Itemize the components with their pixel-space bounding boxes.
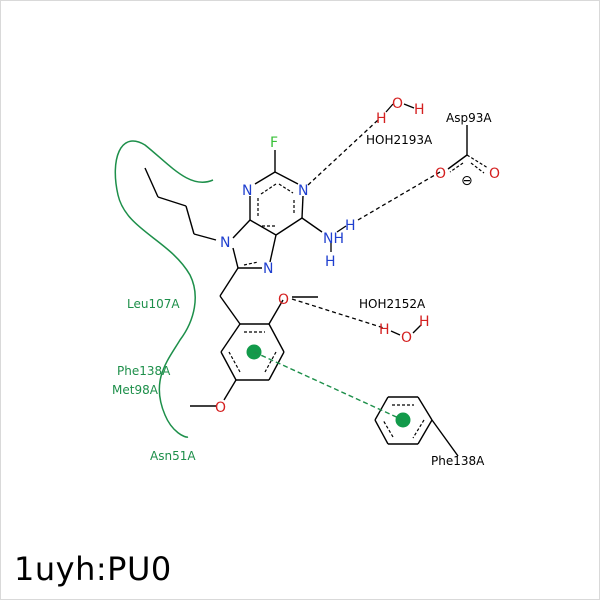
water-hoh2193a-label: HOH2193A [366,133,433,147]
butyl-chain [144,167,217,241]
water-1-h-label: H [414,102,425,118]
phe-ring [374,396,459,457]
asp-oxygen-2-label: O [489,166,500,182]
purine-aromatic-dashes [243,183,295,266]
nitrogen-n7-label: N [263,261,273,277]
water-1-h2-label: H [376,111,387,127]
fluorine-label: F [270,135,278,151]
residue-phe138a-label: Phe138A [117,364,171,378]
dimethoxyphenyl-ring [190,296,318,407]
water-2-h-label: H [419,314,430,330]
asp-carboxylate-dash [449,154,489,174]
negative-charge-icon: ⊖ [461,173,473,189]
asp-oxygen-1-label: O [435,166,446,182]
residue-asp93a-label: Asp93A [446,111,492,125]
hbond-lines [291,119,441,329]
pi-stacking-line [253,351,404,421]
residue-leu107a-label: Leu107A [127,297,180,311]
water-2-h2-label: H [379,322,390,338]
asp-carboxylate [447,125,468,170]
residue-asn51a-label: Asn51A [150,449,196,463]
methoxy-oxygen-1-label: O [278,292,289,308]
hydrophobic-contact-curve [114,140,214,438]
water-2-oxygen-label: O [401,330,412,346]
water-1-oxygen-label: O [392,96,403,112]
phe-aromatic [382,404,425,439]
amine-nh-label: NH [323,231,344,247]
water-2-bonds [390,324,422,336]
amine-h2-label: H [325,254,336,270]
dimethoxyphenyl-aromatic [228,331,277,373]
nitrogen-n9-label: N [220,235,230,251]
amine-h1-label: H [345,218,356,234]
residue-met98a-label: Met98A [112,383,159,397]
nitrogen-n1-label: N [298,183,308,199]
water-1-bonds [385,103,415,113]
water-hoh2152a-label: HOH2152A [359,297,426,311]
purine-core [219,150,323,325]
nitrogen-n3-label: N [242,183,252,199]
pdb-ligand-title: 1uyh:PU0 [14,550,172,588]
residue-phe138a-ring-label: Phe138A [431,454,485,468]
nh-bonds [330,225,347,252]
methoxy-oxygen-2-label: O [215,400,226,416]
